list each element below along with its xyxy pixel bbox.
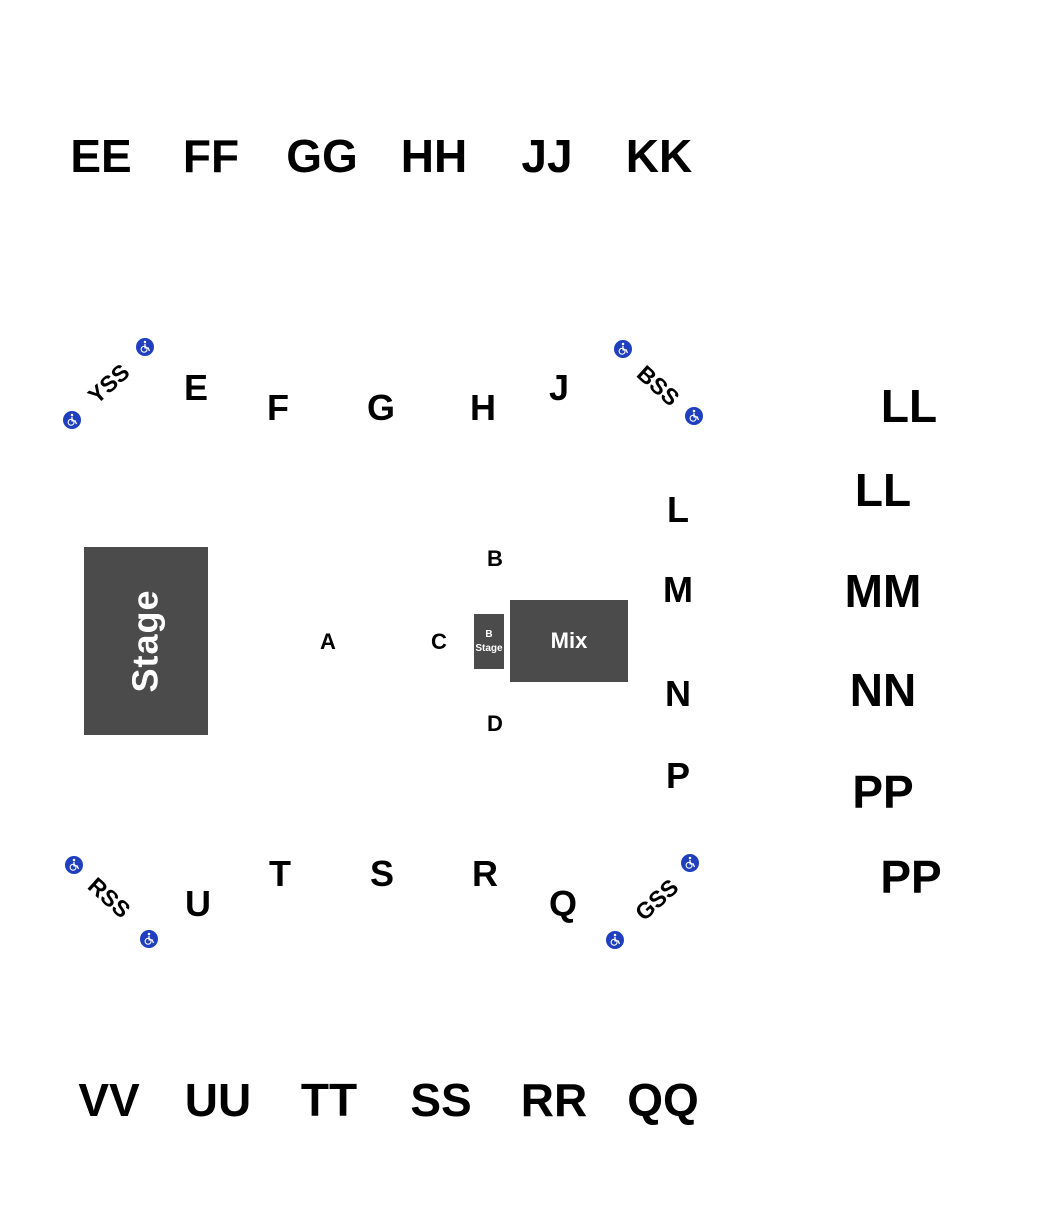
section-ff[interactable]: FF	[182, 130, 240, 182]
section-gg[interactable]: GG	[286, 130, 358, 182]
section-g[interactable]: G	[366, 387, 396, 428]
mix-label: Mix	[550, 628, 588, 653]
section-nn[interactable]: NN	[849, 664, 917, 716]
section-ee[interactable]: EE	[70, 130, 132, 182]
section-n[interactable]: N	[665, 673, 691, 714]
section-p[interactable]: P	[665, 755, 691, 796]
section-vv[interactable]: VV	[78, 1074, 140, 1126]
section-h[interactable]: H	[470, 387, 496, 428]
section-ll-lower[interactable]: LL	[854, 464, 912, 516]
wheelchair-icon	[606, 931, 624, 949]
section-s[interactable]: S	[369, 853, 395, 894]
wheelchair-icon	[63, 411, 81, 429]
section-q[interactable]: Q	[548, 883, 578, 924]
wheelchair-icon	[614, 340, 632, 358]
section-e[interactable]: E	[183, 367, 209, 408]
stage-label: Stage	[124, 589, 166, 693]
section-qq[interactable]: QQ	[627, 1074, 699, 1126]
section-m[interactable]: M	[663, 569, 693, 610]
floor-section-d[interactable]: D	[487, 711, 503, 736]
section-j[interactable]: J	[548, 367, 570, 408]
section-pp-upper[interactable]: PP	[852, 766, 914, 818]
wheelchair-icon	[65, 856, 83, 874]
section-t[interactable]: T	[269, 853, 291, 894]
section-rr[interactable]: RR	[520, 1074, 588, 1126]
section-l[interactable]: L	[667, 489, 689, 530]
wheelchair-icon	[685, 407, 703, 425]
section-gss[interactable]: GSS	[629, 873, 684, 926]
stage: Stage	[84, 547, 208, 735]
section-ss[interactable]: SS	[410, 1074, 472, 1126]
section-bss[interactable]: BSS	[632, 360, 685, 412]
b-stage-label-line1: B	[485, 628, 493, 640]
mix-position: Mix	[510, 600, 628, 682]
section-yss[interactable]: YSS	[82, 358, 135, 409]
floor-section-c[interactable]: C	[431, 629, 447, 654]
section-ll-upper[interactable]: LL	[880, 380, 938, 432]
wheelchair-icon	[136, 338, 154, 356]
section-mm[interactable]: MM	[844, 565, 922, 617]
wheelchair-icon	[140, 930, 158, 948]
section-kk[interactable]: KK	[625, 130, 693, 182]
section-f[interactable]: F	[267, 387, 289, 428]
b-stage: B Stage	[474, 614, 504, 669]
section-u[interactable]: U	[185, 883, 211, 924]
b-stage-label-line2: Stage	[475, 642, 503, 654]
section-hh[interactable]: HH	[400, 130, 468, 182]
section-rss[interactable]: RSS	[83, 872, 136, 924]
wheelchair-icon	[681, 854, 699, 872]
floor-section-b[interactable]: B	[487, 546, 503, 571]
section-tt[interactable]: TT	[300, 1074, 358, 1126]
section-r[interactable]: R	[472, 853, 498, 894]
floor-section-a[interactable]: A	[320, 629, 336, 654]
section-jj[interactable]: JJ	[521, 130, 573, 182]
section-uu[interactable]: UU	[184, 1074, 252, 1126]
section-pp-lower[interactable]: PP	[880, 851, 942, 903]
